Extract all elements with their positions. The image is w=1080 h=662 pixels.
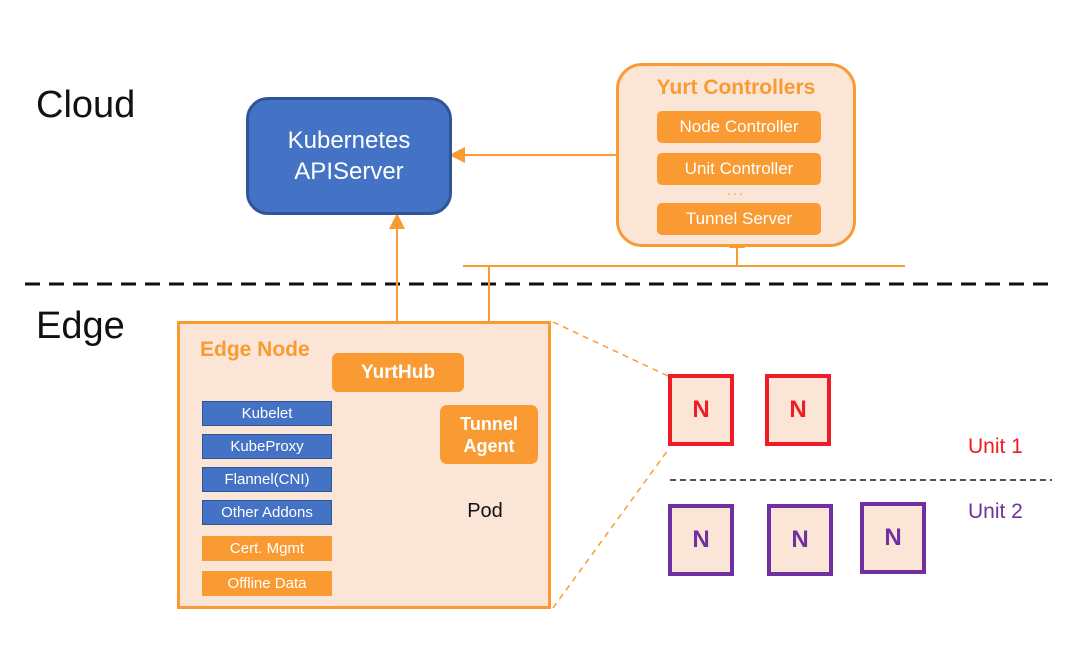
kubelet-box[interactable]: Kubelet <box>202 401 332 426</box>
cloud-label: Cloud <box>36 84 136 126</box>
yurt-controllers-title: Yurt Controllers <box>656 76 816 99</box>
zoom-line-bottom <box>552 449 669 609</box>
edge-label: Edge <box>36 305 125 347</box>
other-addons-box[interactable]: Other Addons <box>202 500 332 525</box>
yurt-controllers-box[interactable]: Yurt Controllers Node Controller Unit Co… <box>616 63 856 247</box>
unit1-label: Unit 1 <box>968 435 1023 458</box>
offline-data-box[interactable]: Offline Data <box>202 571 332 596</box>
tunnel-agent-line1: Tunnel <box>460 413 518 434</box>
tunnel-server[interactable]: Tunnel Server <box>657 203 821 235</box>
apiserver-line2: APIServer <box>294 158 404 185</box>
edge-node-title: Edge Node <box>200 338 310 361</box>
apiserver-line1: Kubernetes <box>287 127 411 154</box>
zoom-line-top <box>552 321 669 377</box>
yurthub-box[interactable]: YurtHub <box>332 353 464 392</box>
node-controller[interactable]: Node Controller <box>657 111 821 143</box>
cert-mgmt-box[interactable]: Cert. Mgmt <box>202 536 332 561</box>
unit2-node[interactable]: N <box>860 502 926 574</box>
pod-label: Pod <box>467 500 503 522</box>
controllers-ellipsis: ... <box>727 182 745 198</box>
flannel-cni-box[interactable]: Flannel(CNI) <box>202 467 332 492</box>
kubeproxy-box[interactable]: KubeProxy <box>202 434 332 459</box>
unit2-node[interactable]: N <box>767 504 833 576</box>
tunnel-agent-line2: Agent <box>463 435 515 456</box>
unit2-node[interactable]: N <box>668 504 734 576</box>
unit1-node[interactable]: N <box>668 374 734 446</box>
unit-controller[interactable]: Unit Controller <box>657 153 821 185</box>
unit2-label: Unit 2 <box>968 500 1023 523</box>
unit1-node[interactable]: N <box>765 374 831 446</box>
